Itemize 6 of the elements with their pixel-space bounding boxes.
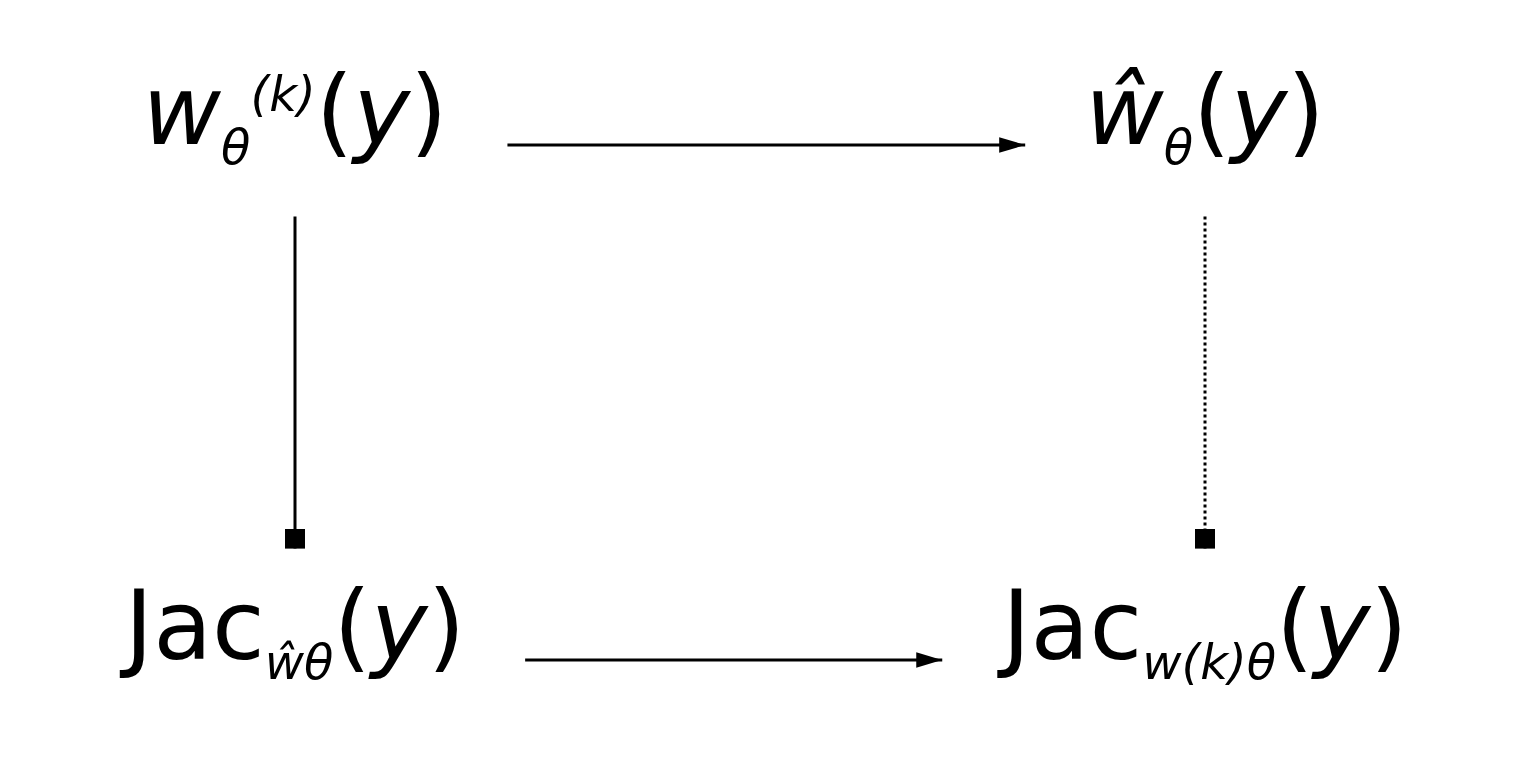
- arrow: [507, 137, 1026, 153]
- math-expression: w$_{θ}$$^{(k)}$(y): [82, 33, 508, 217]
- math-expression: Jac$_{ŵθ}$(y): [64, 548, 526, 732]
- arrow: [525, 652, 943, 668]
- math-expression: ŵ$_{θ}$(y): [1025, 33, 1385, 217]
- math-expression: Jac$_{w(k)θ}$(y): [942, 548, 1468, 732]
